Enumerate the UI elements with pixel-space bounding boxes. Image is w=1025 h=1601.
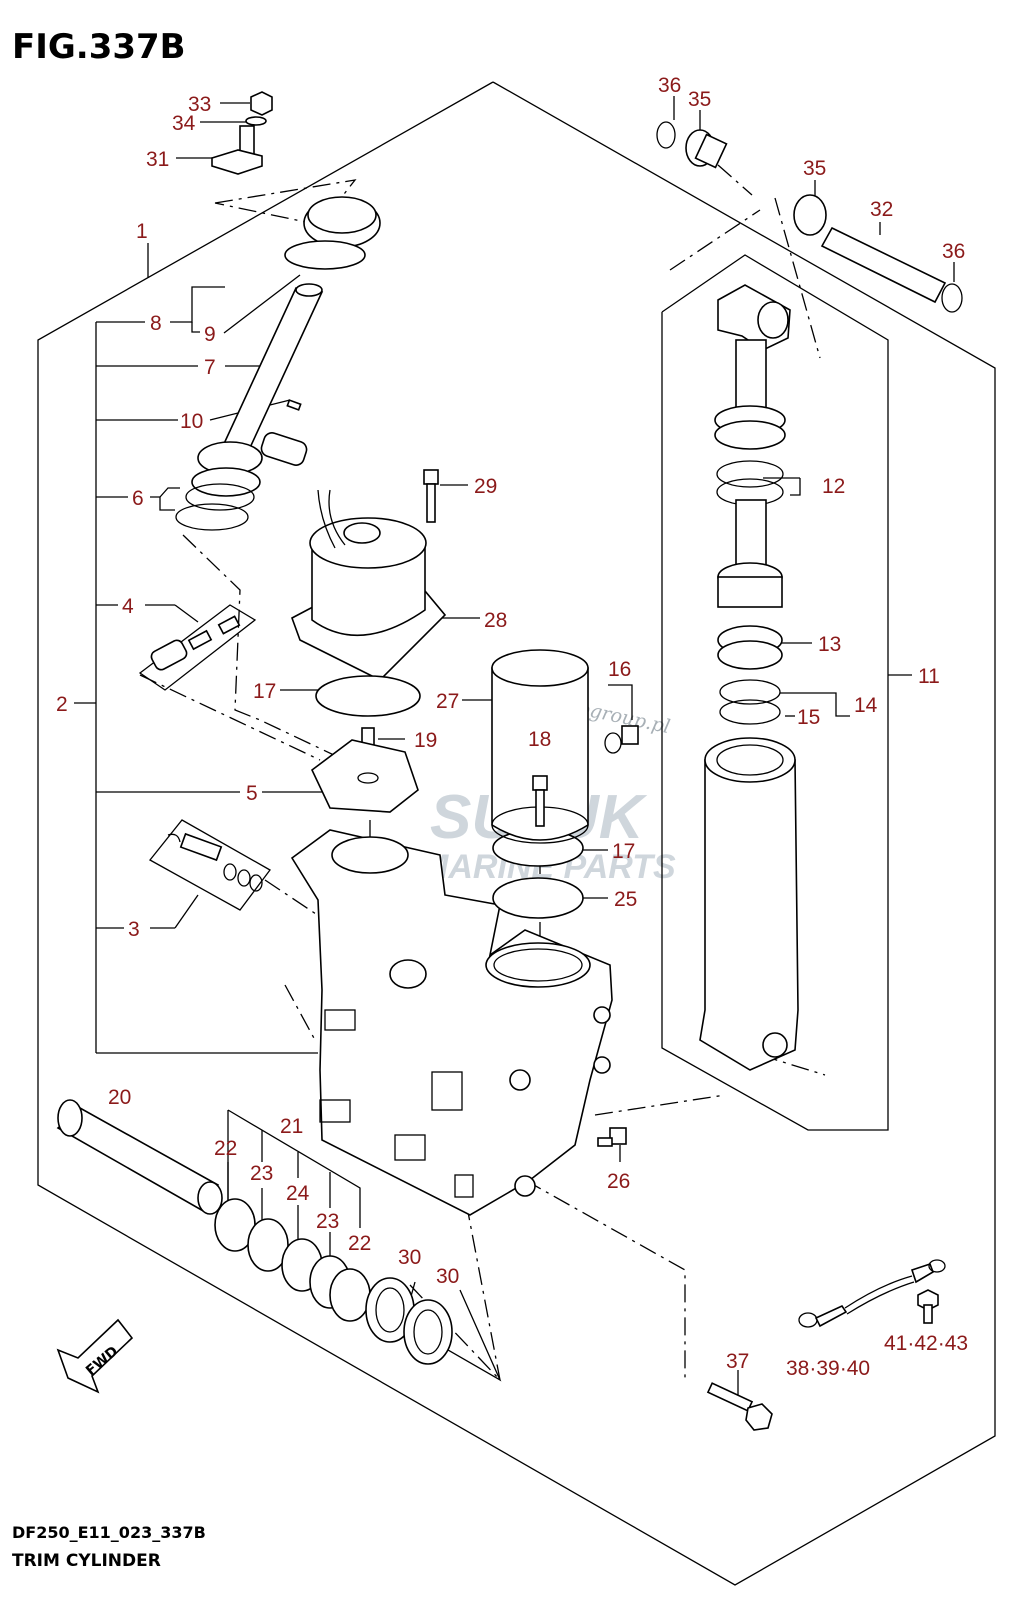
callout-10: 10 [180,410,203,433]
callout-17b: 17 [612,840,635,863]
callout-14: 14 [854,694,878,717]
bolt-37 [706,1382,773,1431]
callout-36b: 36 [942,240,965,263]
callout-6: 6 [132,487,144,510]
callout-15: 15 [797,706,820,729]
circlip-36a [656,121,676,149]
bolt-29 [423,469,439,523]
callout-12: 12 [822,475,845,498]
motor-28 [260,432,447,681]
callout-29: 29 [474,475,497,498]
callout-31: 31 [146,148,169,171]
callout-2: 2 [56,693,68,716]
figure-subtitle: TRIM CYLINDER [12,1551,161,1571]
callout-18: 18 [528,728,551,751]
callout-3: 3 [128,918,140,941]
callout-32: 32 [870,198,893,221]
callout-5: 5 [246,782,258,805]
callout-19: 19 [414,729,437,752]
callout-37: 37 [726,1350,749,1373]
o-ring-17a [315,675,421,717]
callout-23b: 23 [316,1210,339,1233]
callout-9: 9 [204,323,216,346]
o-rings-6 [175,441,263,531]
pump-body-2 [290,829,613,1216]
callout-22a: 22 [214,1137,237,1160]
ground-wire-38 [798,1259,946,1328]
callout-36a: 36 [658,74,681,97]
callout-11: 11 [918,665,940,688]
callout-26: 26 [607,1170,630,1193]
callout-34: 34 [172,112,196,135]
callout-27: 27 [436,690,459,713]
callout-33: 33 [188,93,211,116]
cylinder-body-11 [699,737,799,1071]
callout-30b: 30 [436,1265,459,1288]
callout-35b: 35 [803,157,826,180]
figure-title: FIG.337B [12,27,186,67]
cylinder-rod [714,284,791,725]
bolt-18 [532,775,548,827]
callout-35a: 35 [688,88,711,111]
screw-41 [917,1289,939,1324]
pin-32 [820,226,947,304]
callout-7: 7 [204,356,216,379]
callout-17a: 17 [253,680,276,703]
callout-30a: 30 [398,1246,421,1269]
callout-25: 25 [614,888,637,911]
filter-27 [491,649,589,844]
circlip-36b [941,283,963,313]
callout-23a: 23 [250,1162,273,1185]
seals-22-24 [214,1198,371,1322]
shaft-20 [56,1099,223,1215]
callout-4: 4 [122,595,134,618]
valve-3 [149,819,271,911]
tube-7 [220,283,324,453]
group-brackets [74,243,318,1054]
callout-21: 21 [280,1115,303,1138]
cylinder-group-boundary [661,254,889,1131]
washer-34 [245,116,267,126]
leader-lines [145,96,955,1395]
pin-10 [286,399,302,411]
outer-boundary [37,81,996,1586]
o-ring-25 [492,877,584,919]
callout-8: 8 [150,312,162,335]
callouts: 1 2 3 4 5 6 7 8 9 10 11 12 13 14 15 16 1… [56,74,968,1380]
bushing-35b [793,194,827,236]
callout-41-42-43: 41·42·43 [884,1332,968,1355]
washers-30 [365,1277,453,1365]
fitting-31 [211,125,263,175]
valve-4 [138,604,257,691]
bushing-35a [685,129,728,169]
callout-22b: 22 [348,1232,371,1255]
reservoir-cap [284,196,381,270]
callout-20: 20 [108,1086,131,1109]
callout-28: 28 [484,609,507,632]
plate-5 [310,739,419,813]
fwd-arrow-icon: FWD [56,1318,134,1394]
figure-code: DF250_E11_023_337B [12,1523,206,1542]
callout-16: 16 [608,658,631,681]
callout-24: 24 [286,1182,310,1205]
nut-33 [250,91,273,116]
callout-13: 13 [818,633,841,656]
fitting-16 [604,725,639,754]
callout-1: 1 [136,220,148,243]
callout-38-39-40: 38·39·40 [786,1357,870,1380]
bolt-26 [597,1127,627,1147]
